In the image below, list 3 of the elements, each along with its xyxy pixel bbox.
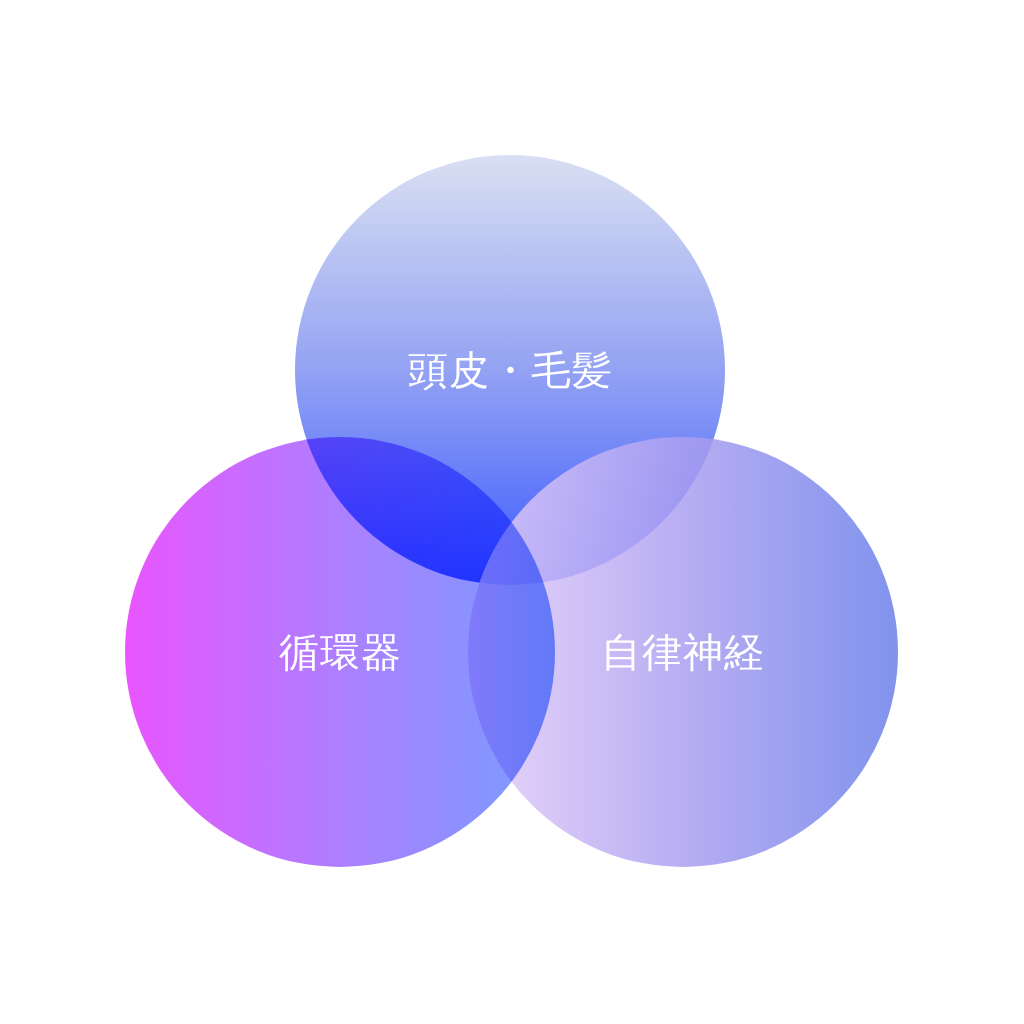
circle-label: 循環器 — [278, 628, 402, 676]
circle-label: 頭皮・毛髪 — [407, 346, 613, 394]
circle-label: 自律神経 — [601, 628, 765, 676]
